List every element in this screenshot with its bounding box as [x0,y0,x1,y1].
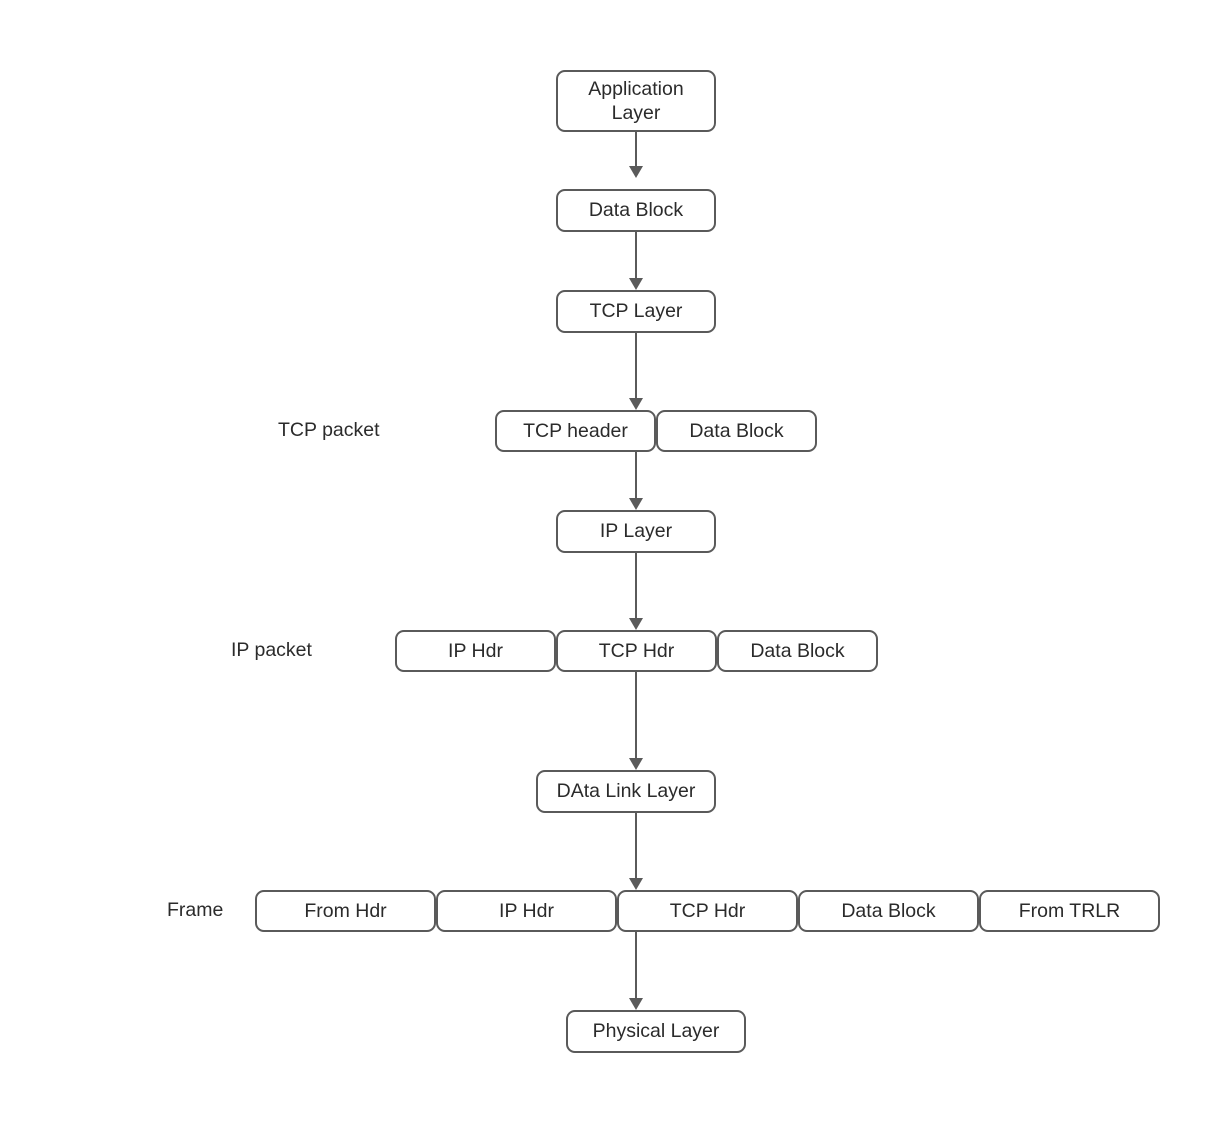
label-ip-packet-text: IP packet [231,639,312,662]
node-physical-layer-label: Physical Layer [592,1020,720,1043]
arrow-head [629,878,643,890]
label-tcp-packet-text: TCP packet [278,419,380,442]
label-tcp-packet: TCP packet [278,410,380,452]
packet-cell-frame-data-block-label: Data Block [841,899,936,922]
node-data-block[interactable]: Data Block [556,189,716,232]
arrow-shaft [635,232,637,278]
packet-row-tcp: TCP header Data Block [495,410,817,452]
node-data-block-label: Data Block [588,199,684,222]
arrow-shaft [635,553,637,618]
packet-cell-frame-ip-hdr-label: IP Hdr [499,899,554,922]
arrow-shaft [635,333,637,398]
arrow-ip-packet-to-data-link-layer [629,672,643,770]
arrow-head [629,998,643,1010]
label-frame: Frame [167,890,223,932]
arrow-application-to-data-block [629,132,643,178]
node-application-layer[interactable]: Application Layer [556,70,716,132]
packet-cell-tcp-header-label: TCP header [523,419,628,442]
arrow-tcp-layer-to-tcp-packet [629,333,643,410]
arrow-shaft [635,672,637,758]
packet-row-frame: From Hdr IP Hdr TCP Hdr Data Block From … [255,890,1160,932]
node-tcp-layer[interactable]: TCP Layer [556,290,716,333]
node-data-link-layer[interactable]: DAta Link Layer [536,770,716,813]
packet-cell-ip-data-block-label: Data Block [750,639,845,662]
node-ip-layer[interactable]: IP Layer [556,510,716,553]
arrow-tcp-packet-to-ip-layer [629,452,643,510]
packet-cell-ip-hdr-label: IP Hdr [448,639,503,662]
packet-cell-frame-tcp-hdr[interactable]: TCP Hdr [617,890,798,932]
arrow-head [629,498,643,510]
node-physical-layer[interactable]: Physical Layer [566,1010,746,1053]
packet-cell-tcp-header[interactable]: TCP header [495,410,656,452]
packet-row-ip: IP Hdr TCP Hdr Data Block [395,630,878,672]
label-ip-packet: IP packet [231,630,312,672]
label-frame-text: Frame [167,899,224,922]
packet-cell-frame-from-hdr[interactable]: From Hdr [255,890,436,932]
packet-cell-ip-data-block[interactable]: Data Block [717,630,878,672]
arrow-head [629,758,643,770]
arrow-shaft [635,813,637,878]
arrow-shaft [635,452,637,498]
packet-cell-frame-from-hdr-label: From Hdr [304,899,387,922]
node-ip-layer-label: IP Layer [599,520,673,543]
packet-cell-frame-tcp-hdr-label: TCP Hdr [669,899,746,922]
arrow-data-link-layer-to-frame [629,813,643,890]
packet-cell-frame-ip-hdr[interactable]: IP Hdr [436,890,617,932]
arrow-data-block-to-tcp-layer [629,232,643,290]
arrow-head [629,618,643,630]
arrow-head [629,278,643,290]
node-tcp-layer-label: TCP Layer [589,300,683,323]
packet-cell-frame-data-block[interactable]: Data Block [798,890,979,932]
arrow-head [629,398,643,410]
packet-cell-frame-from-trlr-label: From TRLR [1018,899,1121,922]
arrow-head [629,166,643,178]
arrow-ip-layer-to-ip-packet [629,553,643,630]
arrow-frame-to-physical-layer [629,932,643,1010]
packet-cell-tcp-data-block-label: Data Block [689,419,784,442]
packet-cell-frame-from-trlr[interactable]: From TRLR [979,890,1160,932]
node-application-layer-label: Application Layer [588,77,684,124]
arrow-shaft [635,132,637,166]
packet-cell-tcp-data-block[interactable]: Data Block [656,410,817,452]
arrow-shaft [635,932,637,998]
packet-cell-ip-tcp-hdr-label: TCP Hdr [598,639,675,662]
packet-cell-ip-tcp-hdr[interactable]: TCP Hdr [556,630,717,672]
node-data-link-layer-label: DAta Link Layer [556,780,696,803]
packet-cell-ip-hdr[interactable]: IP Hdr [395,630,556,672]
